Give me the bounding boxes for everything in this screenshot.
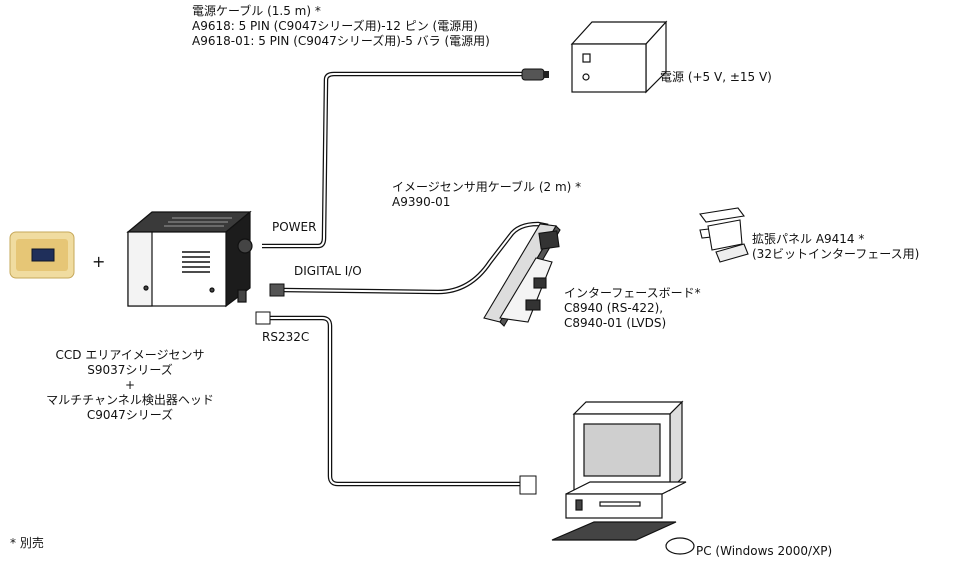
interface-board-title: インターフェースボード* — [564, 286, 701, 300]
image-sensor-cable-title: イメージセンサ用ケーブル (2 m) * — [392, 180, 582, 194]
rs232c-cable-inner — [262, 317, 522, 485]
digital-io-label: DIGITAL I/O — [294, 264, 362, 278]
pc-icon — [551, 400, 695, 555]
sensor-head-label: CCD エリアイメージセンサ S9037シリーズ + マルチチャンネル検出器ヘッ… — [10, 348, 250, 423]
pc-serial-connector — [519, 475, 537, 495]
image-sensor-cable-label: イメージセンサ用ケーブル (2 m) * A9390-01 — [392, 180, 581, 210]
interface-board — [483, 223, 561, 327]
interface-board-label: インターフェースボード* C8940 (RS-422), C8940-01 (L… — [564, 286, 701, 331]
cables — [262, 71, 549, 487]
digital-io-cable-inner — [281, 223, 549, 293]
expansion-panel-title: 拡張パネル A9414 * — [752, 232, 865, 246]
power-cable-model-a9618: A9618: 5 PIN (C9047シリーズ用)-12 ピン (電源用) — [192, 19, 478, 33]
power-supply-label: 電源 (+5 V, ±15 V) — [660, 70, 772, 84]
expansion-panel — [699, 207, 749, 263]
power-connector — [521, 68, 549, 81]
expansion-panel-label: 拡張パネル A9414 * (32ビットインターフェース用) — [752, 232, 919, 262]
detector-head — [126, 210, 253, 308]
plus-sign: + — [92, 252, 106, 271]
ccd-chip-icon — [9, 231, 75, 279]
digital-io-connector — [269, 283, 285, 297]
power-cable-model-a9618-01: A9618-01: 5 PIN (C9047シリーズ用)-5 バラ (電源用) — [192, 34, 490, 48]
power-port-label: POWER — [272, 220, 317, 234]
power-supply-unit — [570, 20, 668, 94]
power-cable-label: 電源ケーブル (1.5 m) * A9618: 5 PIN (C9047シリーズ… — [192, 4, 582, 49]
rs232c-label: RS232C — [262, 330, 310, 344]
interface-board-model-lvds: C8940-01 (LVDS) — [564, 316, 667, 330]
pc-label: PC (Windows 2000/XP) — [696, 544, 833, 558]
power-cable-inner — [262, 73, 522, 247]
sensor-head-line-s9037: S9037シリーズ — [87, 363, 173, 377]
sensor-head-line-ccd: CCD エリアイメージセンサ — [55, 348, 205, 362]
sensor-head-line-detector: マルチチャンネル検出器ヘッド — [46, 393, 214, 407]
sensor-head-line-plus: + — [124, 378, 136, 392]
image-sensor-cable-model: A9390-01 — [392, 195, 451, 209]
expansion-panel-note: (32ビットインターフェース用) — [752, 247, 920, 261]
sensor-head-line-c9047: C9047シリーズ — [86, 408, 174, 422]
footnote: * 別売 — [10, 536, 44, 550]
rs232c-connector — [255, 311, 271, 325]
power-cable-title: 電源ケーブル (1.5 m) * — [192, 4, 321, 18]
interface-board-model-rs422: C8940 (RS-422), — [564, 301, 664, 315]
